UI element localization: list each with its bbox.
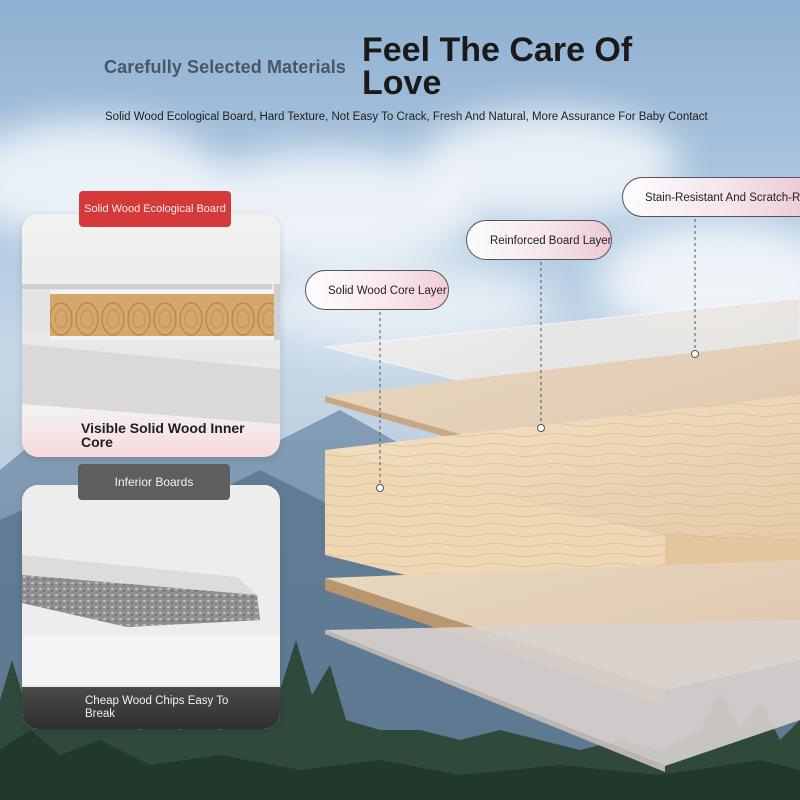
inferior-board-tag: Inferior Boards xyxy=(78,464,230,500)
core-layer-callout: Solid Wood Core Layer xyxy=(305,270,449,310)
solid-wood-board-card xyxy=(22,214,280,457)
caption-strip xyxy=(22,687,280,729)
forest-graphic xyxy=(0,640,800,800)
solid-wood-board-image xyxy=(22,284,280,424)
resistant-layer-callout: Stain-Resistant And Scratch-Resistant La… xyxy=(622,177,800,217)
inferior-board-card xyxy=(22,485,280,729)
page-subtitle: Solid Wood Ecological Board, Hard Textur… xyxy=(105,111,708,123)
solid-wood-board-tag: Solid Wood Ecological Board xyxy=(79,191,231,227)
solid-wood-caption: Visible Solid Wood Inner Core xyxy=(81,420,245,450)
page-title: Feel The Care Of Love xyxy=(362,31,633,102)
section-kicker: Carefully Selected Materials xyxy=(104,57,346,77)
reinforced-layer-callout: Reinforced Board Layer xyxy=(466,220,612,260)
inferior-board-caption: Cheap Wood Chips Easy To Break xyxy=(85,695,229,720)
